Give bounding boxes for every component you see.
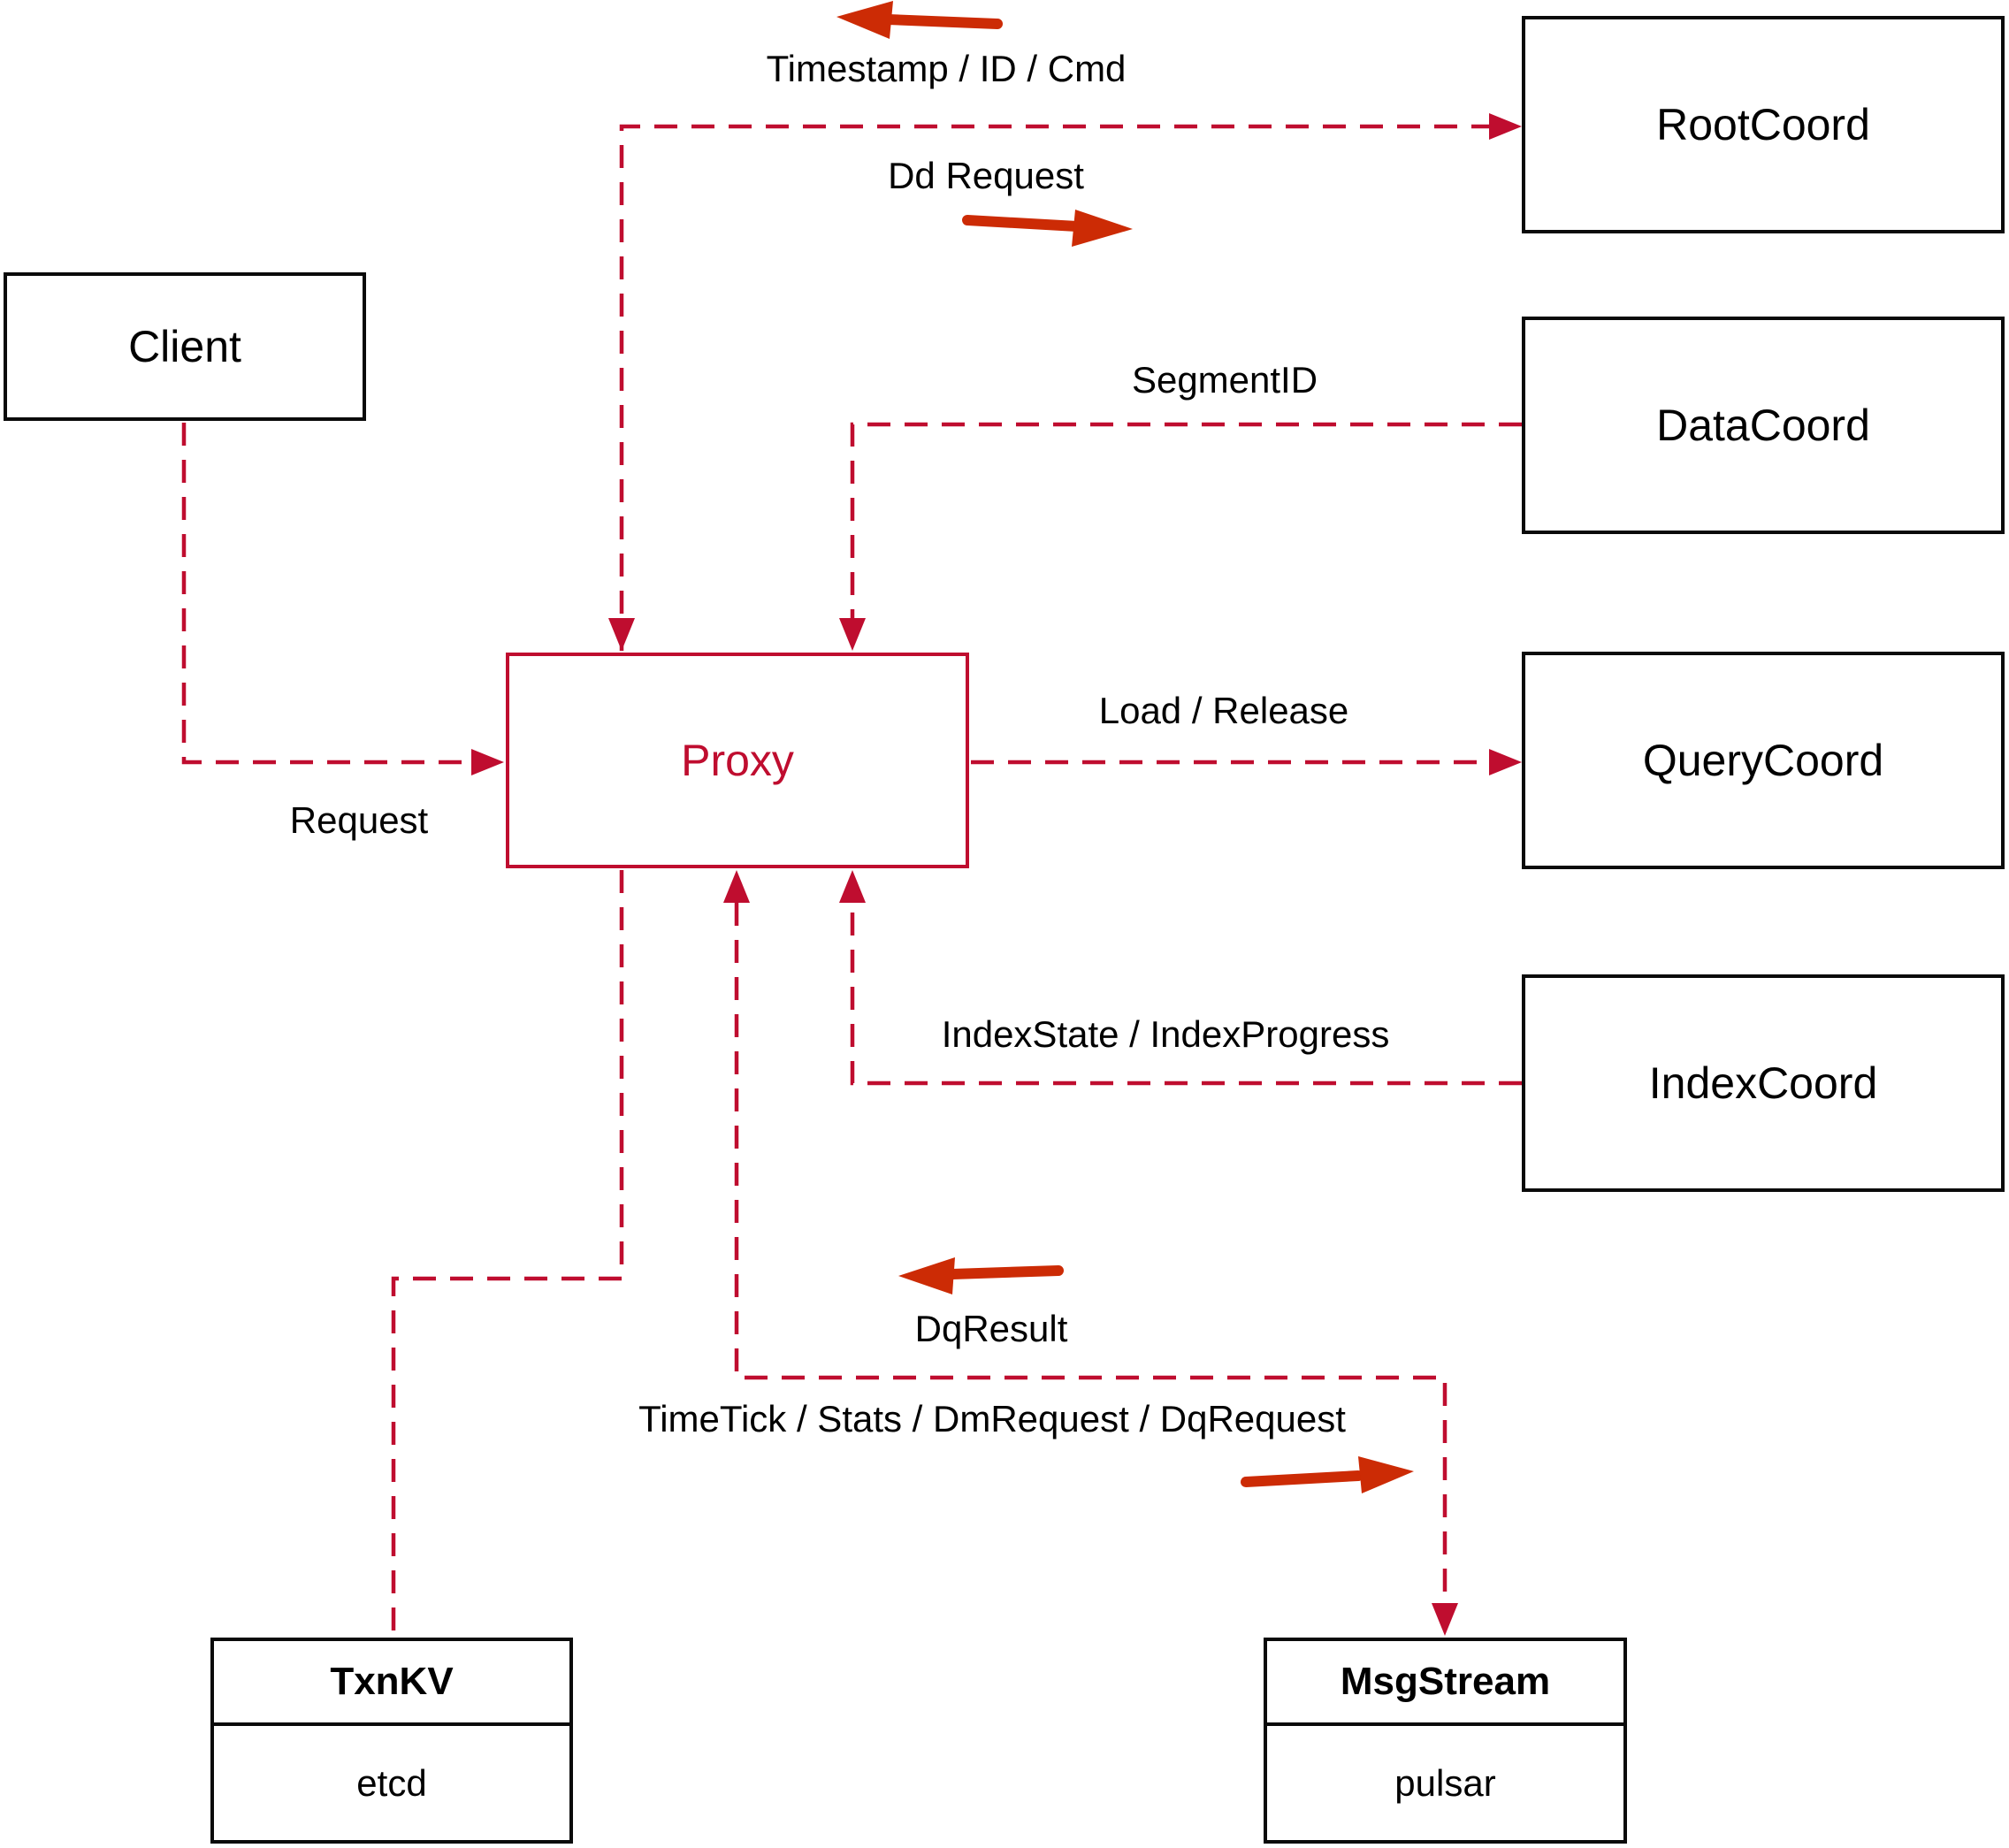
- edge-proxy-rootcoord: [608, 113, 1522, 651]
- edge-proxy-txnkv: [391, 870, 624, 1636]
- arrowhead-into-proxy-top-left: [608, 618, 635, 651]
- edge-indexcoord-proxy: [839, 870, 1522, 1086]
- node-proxy: Proxy: [506, 653, 969, 868]
- node-msgstream: MsgStream pulsar: [1264, 1638, 1627, 1844]
- node-client-label: Client: [128, 322, 241, 371]
- edge-datacoord-proxy: [839, 422, 1522, 651]
- node-msgstream-body: pulsar: [1394, 1761, 1496, 1804]
- node-txnkv-body: etcd: [356, 1761, 427, 1804]
- node-indexcoord-label: IndexCoord: [1648, 1058, 1878, 1108]
- node-txnkv-title: TxnKV: [214, 1641, 569, 1726]
- edge-proxy-msgstream: [723, 870, 1458, 1636]
- edge-label-segment-id: SegmentID: [1131, 359, 1318, 401]
- node-datacoord: DataCoord: [1522, 317, 2005, 534]
- edge-label-dd-request: Dd Request: [888, 155, 1084, 196]
- arrowhead-into-proxy-left: [471, 749, 504, 775]
- arrowhead-into-querycoord: [1489, 749, 1522, 775]
- edge-proxy-querycoord: [971, 749, 1522, 775]
- edge-label-timetick: TimeTick / Stats / DmRequest / DqRequest: [638, 1398, 1346, 1439]
- arrowhead-into-rootcoord: [1489, 113, 1522, 140]
- solid-arrow-dqresult-left: [898, 1257, 1064, 1294]
- node-querycoord-label: QueryCoord: [1642, 736, 1884, 785]
- solid-arrow-timestamp-left: [836, 1, 1003, 39]
- node-msgstream-title: MsgStream: [1267, 1641, 1623, 1726]
- node-txnkv: TxnKV etcd: [210, 1638, 573, 1844]
- arrowhead-into-msgstream: [1432, 1603, 1458, 1636]
- node-client: Client: [4, 272, 366, 421]
- edge-label-dq-result: DqResult: [914, 1308, 1068, 1349]
- node-rootcoord: RootCoord: [1522, 16, 2005, 233]
- edge-label-index-state: IndexState / IndexProgress: [941, 1013, 1390, 1055]
- solid-arrow-timetick-right: [1241, 1456, 1414, 1493]
- node-querycoord: QueryCoord: [1522, 652, 2005, 869]
- arrowhead-into-proxy-bottom-center: [723, 870, 750, 903]
- node-indexcoord: IndexCoord: [1522, 974, 2005, 1192]
- node-proxy-label: Proxy: [681, 736, 794, 785]
- edge-client-proxy: [181, 423, 504, 775]
- arrowhead-into-proxy-top-right: [839, 618, 866, 651]
- edge-label-request: Request: [289, 799, 429, 841]
- edge-label-load-release: Load / Release: [1098, 690, 1349, 731]
- node-rootcoord-label: RootCoord: [1656, 100, 1870, 149]
- edge-label-timestamp: Timestamp / ID / Cmd: [766, 48, 1127, 89]
- arrowhead-into-proxy-bottom-right: [839, 870, 866, 903]
- solid-arrow-dd-request-right: [962, 210, 1133, 247]
- node-datacoord-label: DataCoord: [1656, 401, 1870, 450]
